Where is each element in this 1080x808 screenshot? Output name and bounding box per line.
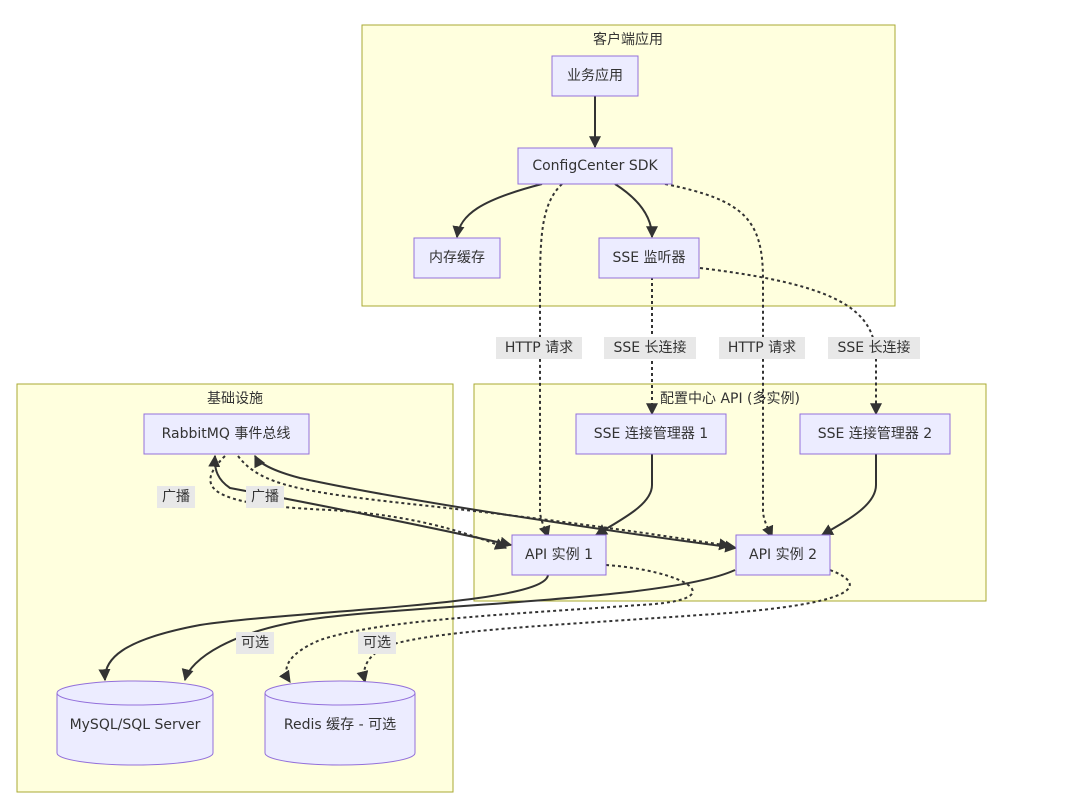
edge-label-sse-long-1: SSE 长连接 bbox=[604, 337, 696, 359]
svg-text:HTTP 请求: HTTP 请求 bbox=[505, 340, 573, 356]
edge-api1-mysql bbox=[98, 574, 549, 682]
svg-text:SSE 监听器: SSE 监听器 bbox=[612, 250, 685, 266]
svg-text:SSE 长连接: SSE 长连接 bbox=[837, 339, 910, 356]
edges bbox=[98, 96, 882, 684]
node-rabbitmq: RabbitMQ 事件总线 bbox=[143, 413, 310, 455]
svg-text:Redis 缓存 - 可选: Redis 缓存 - 可选 bbox=[284, 717, 396, 733]
edge-label-sse-long-2: SSE 长连接 bbox=[828, 337, 920, 359]
edge-listener-sse-mgr2 bbox=[699, 267, 882, 416]
node-configcenter-sdk: ConfigCenter SDK bbox=[517, 147, 673, 185]
node-sse-listener: SSE 监听器 bbox=[598, 237, 700, 279]
cluster-client-title: 客户端应用 bbox=[593, 31, 663, 48]
svg-text:业务应用: 业务应用 bbox=[567, 67, 623, 84]
svg-text:内存缓存: 内存缓存 bbox=[429, 250, 485, 266]
edge-label-broadcast-2: 广播 bbox=[246, 486, 284, 508]
svg-text:SSE 连接管理器 2: SSE 连接管理器 2 bbox=[818, 425, 932, 442]
cluster-api-title: 配置中心 API (多实例) bbox=[660, 390, 800, 407]
svg-text:ConfigCenter SDK: ConfigCenter SDK bbox=[532, 158, 658, 174]
edge-label-http-request-1: HTTP 请求 bbox=[496, 337, 582, 359]
edge-label-http-request-2: HTTP 请求 bbox=[719, 337, 805, 359]
edge-api1-redis bbox=[279, 564, 694, 683]
edge-label-optional-1: 可选 bbox=[236, 632, 274, 654]
edge-sdk-to-cache bbox=[452, 183, 543, 239]
svg-text:SSE 连接管理器 1: SSE 连接管理器 1 bbox=[594, 425, 708, 442]
edge-api2-rabbitmq bbox=[254, 454, 738, 553]
node-business-app: 业务应用 bbox=[551, 55, 639, 97]
svg-text:API 实例 1: API 实例 1 bbox=[525, 547, 593, 563]
svg-text:可选: 可选 bbox=[363, 635, 391, 651]
cluster-infra-title: 基础设施 bbox=[207, 390, 263, 407]
node-api-instance-2: API 实例 2 bbox=[735, 534, 831, 576]
edge-label-broadcast-1: 广播 bbox=[157, 486, 195, 508]
edge-rabbitmq-broadcast-api2 bbox=[237, 455, 732, 551]
node-redis-cache: Redis 缓存 - 可选 bbox=[264, 680, 416, 766]
svg-text:RabbitMQ 事件总线: RabbitMQ 事件总线 bbox=[162, 426, 291, 442]
svg-text:MySQL/SQL Server: MySQL/SQL Server bbox=[70, 717, 201, 733]
svg-text:广播: 广播 bbox=[162, 489, 190, 505]
svg-text:可选: 可选 bbox=[241, 635, 269, 651]
edge-sdk-to-listener bbox=[614, 183, 658, 239]
svg-text:广播: 广播 bbox=[251, 489, 279, 505]
svg-text:API 实例 2: API 实例 2 bbox=[749, 547, 817, 563]
node-mysql-database: MySQL/SQL Server bbox=[56, 680, 214, 766]
svg-text:SSE 长连接: SSE 长连接 bbox=[613, 339, 686, 356]
node-memory-cache: 内存缓存 bbox=[413, 237, 501, 279]
node-api-instance-1: API 实例 1 bbox=[511, 534, 607, 576]
node-sse-manager-1: SSE 连接管理器 1 bbox=[575, 413, 727, 455]
edge-mgr2-to-api2 bbox=[820, 454, 877, 536]
edge-api2-mysql bbox=[181, 569, 736, 682]
edge-label-optional-2: 可选 bbox=[358, 632, 396, 654]
node-sse-manager-2: SSE 连接管理器 2 bbox=[799, 413, 951, 455]
svg-text:HTTP 请求: HTTP 请求 bbox=[728, 340, 796, 356]
